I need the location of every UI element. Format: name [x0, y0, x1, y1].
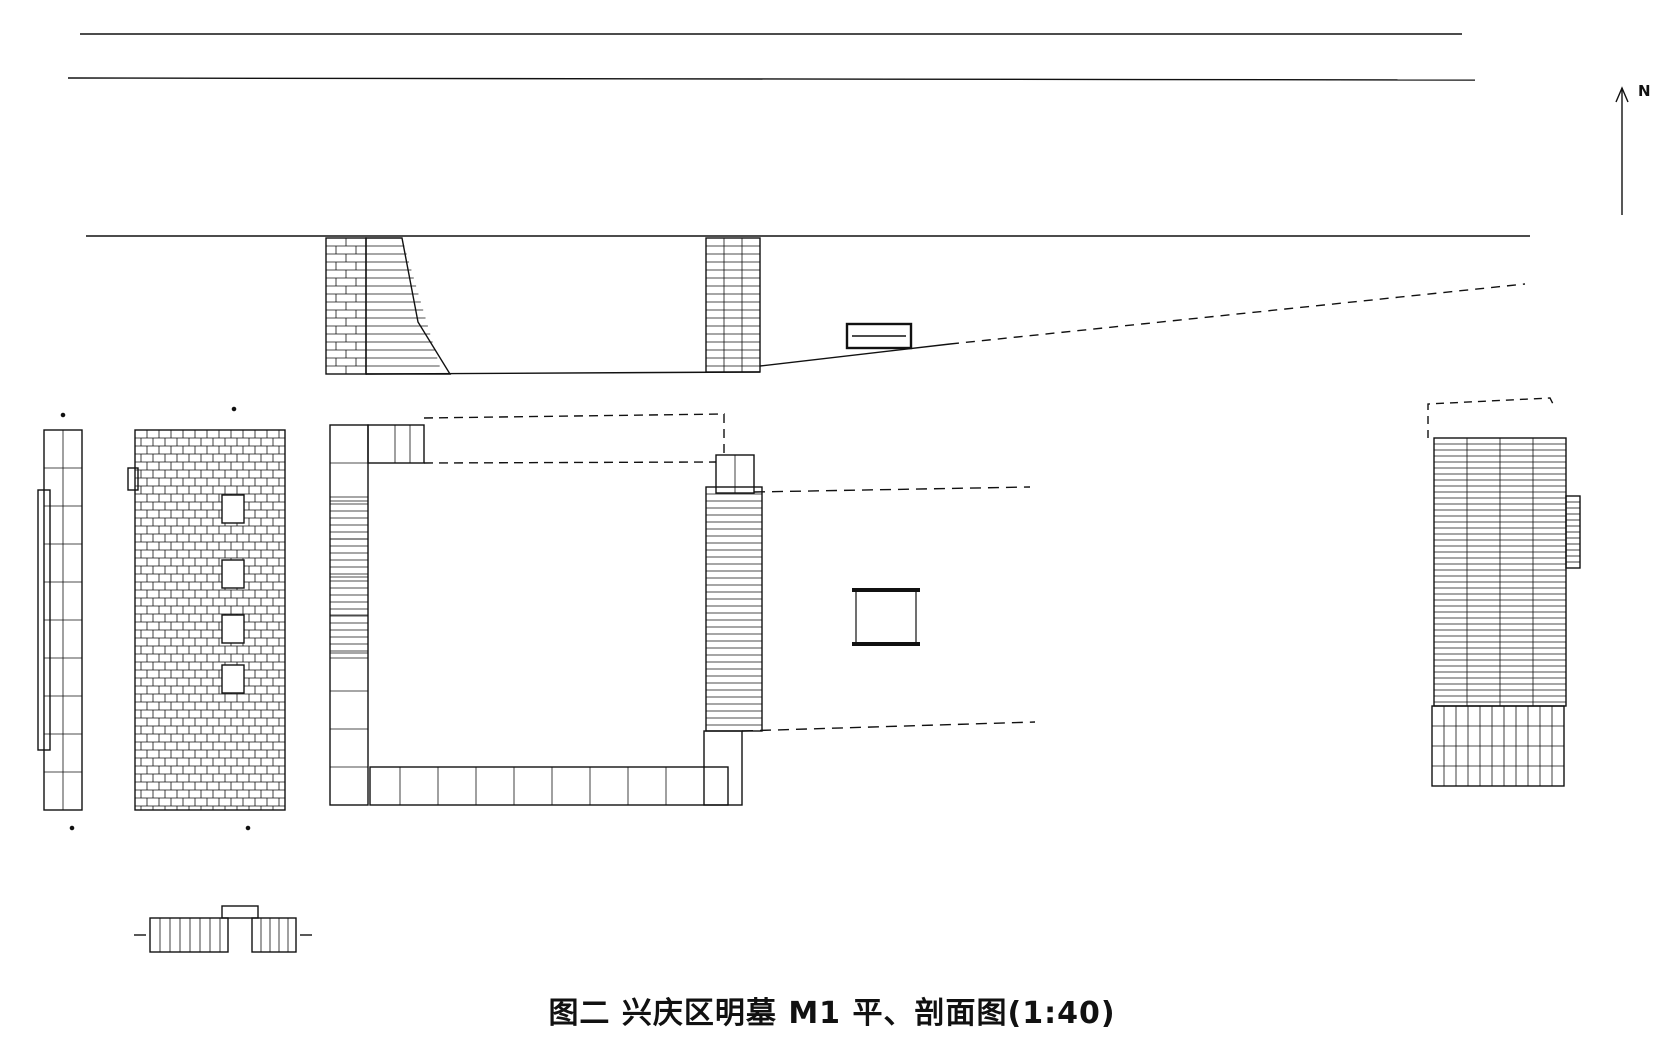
small-cross-section	[134, 905, 312, 953]
north-label: N	[1638, 82, 1651, 100]
end-elevation-wide	[127, 406, 286, 831]
end-elevation-narrow	[37, 412, 83, 831]
tomb-chamber-plan	[329, 413, 1036, 806]
end-elevation-right	[1427, 397, 1581, 787]
north-arrow-icon	[1615, 86, 1629, 215]
longitudinal-section	[325, 237, 1526, 375]
figure-caption: 图二 兴庆区明墓 M1 平、剖面图(1:40)	[548, 996, 1116, 1031]
stratum-lines	[67, 33, 1530, 237]
